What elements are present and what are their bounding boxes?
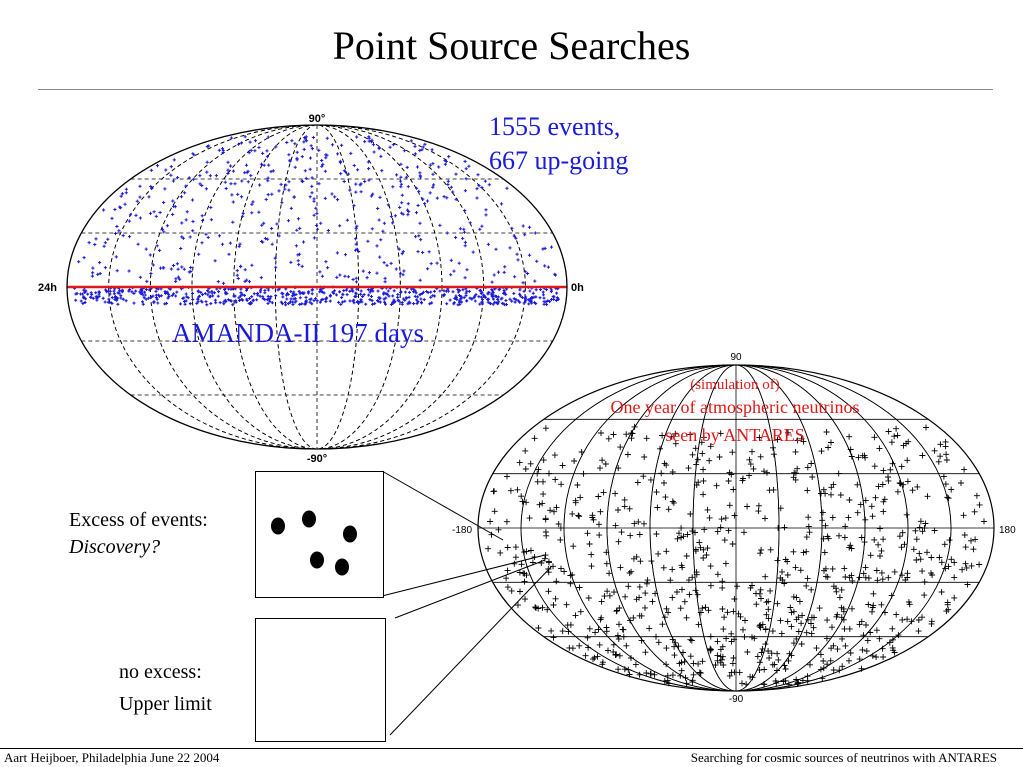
excess-zoom-box bbox=[255, 471, 384, 598]
title-divider bbox=[38, 89, 993, 90]
amanda-events-line1: 1555 events, bbox=[489, 112, 621, 141]
antares-axis-top: 90 bbox=[730, 352, 742, 363]
footer-author: Aart Heijboer, Philadelphia June 22 2004 bbox=[4, 750, 220, 765]
no-excess-label: no excess: Upper limit bbox=[119, 656, 212, 720]
antares-caption-line1: (simulation of) bbox=[690, 377, 780, 393]
footer-divider bbox=[0, 748, 1023, 749]
antares-caption-line2: One year of atmospheric neutrinos bbox=[610, 397, 860, 417]
antares-axis-left: -180 bbox=[452, 525, 472, 536]
antares-outline bbox=[477, 364, 995, 692]
event-markers bbox=[485, 525, 983, 688]
page-title: Point Source Searches bbox=[332, 23, 691, 68]
excess-line1: Excess of events: bbox=[69, 509, 208, 531]
amanda-events-line2: 667 up-going bbox=[489, 146, 629, 175]
amanda-skymap: 90° -90° 24h 0h bbox=[38, 113, 584, 465]
cluster-dot bbox=[343, 525, 357, 543]
antares-axis-right: 180 bbox=[999, 525, 1016, 536]
no-excess-zoom-box bbox=[255, 618, 386, 742]
noexcess-line1: no excess: bbox=[119, 661, 202, 683]
antares-event-points bbox=[485, 423, 987, 688]
cluster-dot bbox=[310, 551, 324, 569]
zoom-connector-lines bbox=[381, 470, 553, 736]
amanda-outline bbox=[66, 124, 568, 450]
amanda-axis-left: 24h bbox=[38, 282, 57, 294]
cluster-dot bbox=[302, 510, 316, 528]
noexcess-line2: Upper limit bbox=[119, 693, 212, 715]
cluster-dot bbox=[271, 517, 285, 535]
antares-skymap: 90 -90 -180 180 bbox=[452, 352, 1016, 705]
excess-label: Excess of events: Discovery? bbox=[69, 507, 208, 561]
footer-talk-title: Searching for cosmic sources of neutrino… bbox=[690, 750, 997, 765]
amanda-label: AMANDA-II 197 days bbox=[172, 318, 424, 348]
event-markers bbox=[77, 135, 557, 285]
event-markers bbox=[487, 423, 987, 531]
amanda-event-count: 1555 events, 667 up-going bbox=[489, 110, 628, 178]
amanda-axis-top: 90° bbox=[309, 113, 326, 125]
amanda-event-points bbox=[73, 135, 560, 307]
excess-line2: Discovery? bbox=[69, 536, 161, 558]
event-markers bbox=[73, 285, 560, 307]
antares-axis-bottom: -90 bbox=[729, 694, 744, 705]
amanda-axis-right: 0h bbox=[571, 282, 584, 294]
amanda-axis-bottom: -90° bbox=[307, 453, 327, 465]
cluster-dot bbox=[335, 558, 349, 576]
antares-caption-line3: seen by ANTARES bbox=[665, 425, 805, 445]
excess-cluster bbox=[271, 510, 357, 576]
